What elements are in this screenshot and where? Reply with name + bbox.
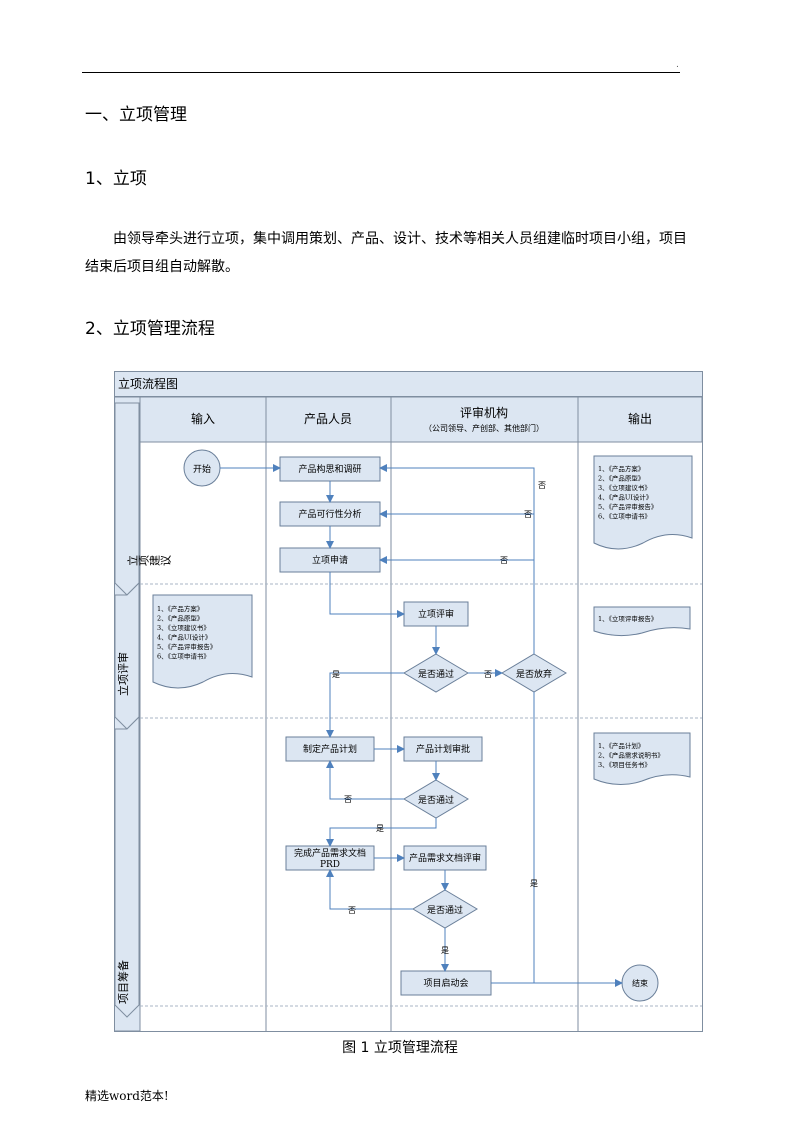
doc-output3-item: 1、《产品计划》: [598, 741, 644, 750]
doc-input2-item: 3、《立项建议书》: [157, 623, 210, 632]
doc-input2-item: 1、《产品方案》: [157, 604, 203, 613]
body-paragraph: 由领导牵头进行立项，集中调用策划、产品、设计、技术等相关人员组建临时项目小组，项…: [85, 231, 687, 275]
subsection-title-2: 2、立项管理流程: [85, 319, 215, 339]
phase-label-proposal: 立项建议: [126, 555, 172, 568]
page-footer: 精选word范本!: [85, 1089, 169, 1103]
diamond-pass1: [403, 653, 469, 693]
label-prd-1: 完成产品需求文档: [294, 847, 366, 859]
label-yes-2: 是: [376, 824, 384, 833]
label-pass3: 是否通过: [427, 904, 463, 916]
doc-input2-item: 4、《产品UI设计》: [157, 633, 211, 642]
doc-output-2: [593, 606, 691, 637]
label-no-3: 否: [500, 556, 508, 565]
doc-output3-item: 2、《产品需求说明书》: [598, 751, 664, 760]
doc-input-2: [152, 594, 253, 689]
label-apply: 立项申请: [312, 554, 348, 566]
header-rule: [82, 72, 680, 73]
doc-output-1: [593, 455, 693, 550]
label-prd-2: PRD: [320, 860, 340, 870]
col-input: 输入: [191, 411, 215, 426]
label-prd-review: 产品需求文档评审: [409, 852, 481, 864]
doc-output1-item: 4、《产品UI设计》: [598, 493, 652, 502]
label-plan: 制定产品计划: [303, 743, 357, 755]
doc-input2-item: 6、《立项申请书》: [157, 652, 210, 661]
col-product: 产品人员: [304, 412, 352, 426]
label-pass2: 是否通过: [418, 794, 454, 806]
label-no-2: 否: [524, 510, 532, 519]
doc-input2-item: 5、《产品评审报告》: [157, 642, 216, 651]
label-yes-1: 是: [332, 670, 340, 679]
label-no-6: 否: [348, 906, 356, 915]
col-output: 输出: [628, 411, 652, 426]
label-no-5: 否: [344, 795, 352, 804]
flowchart-figure: 立项流程图 立项建议 立项评审 项目筹备 输入 产品人员 评审机构 （公司领导、…: [114, 371, 703, 1032]
label-no-4: 否: [484, 670, 492, 679]
subsection-title-1: 1、立项: [85, 169, 147, 189]
box-prd-review: [403, 845, 487, 871]
label-pass1: 是否通过: [418, 668, 454, 680]
phase-label-prepare: 项目筹备: [116, 960, 130, 1004]
box-kickoff: [400, 970, 492, 996]
box-review: [403, 601, 469, 627]
doc-output3-item: 3、《项目任务书》: [598, 760, 651, 769]
phase-label-review: 立项评审: [116, 652, 130, 696]
start-label: 开始: [193, 463, 211, 475]
flowchart-title-bar: [114, 371, 703, 397]
end-label: 结束: [632, 978, 648, 988]
doc-output1-item: 6、《立项申请书》: [598, 512, 651, 521]
section-title: 一、立项管理: [85, 105, 187, 125]
label-no-1: 否: [538, 481, 546, 490]
column-header-row: [139, 396, 703, 443]
doc-output1-item: 2、《产品原型》: [598, 474, 644, 483]
figure-caption: 图 1 立项管理流程: [342, 1040, 458, 1056]
doc-output-3: [593, 732, 691, 785]
col-review: 评审机构: [460, 405, 508, 420]
label-plan-review: 产品计划审批: [416, 743, 470, 755]
doc-output1-item: 3、《立项建议书》: [598, 483, 651, 492]
label-abandon: 是否放弃: [516, 668, 552, 680]
col-review-sub: （公司领导、产创部、其他部门）: [424, 423, 544, 433]
label-feasibility: 产品可行性分析: [298, 508, 361, 520]
doc-output1-item: 1、《产品方案》: [598, 464, 644, 473]
label-yes-3: 是: [441, 946, 449, 955]
label-review: 立项评审: [418, 608, 454, 620]
label-kickoff: 项目启动会: [423, 977, 468, 989]
label-yes-4: 是: [530, 879, 538, 888]
doc-input2-item: 2、《产品原型》: [157, 614, 203, 623]
flowchart-title: 立项流程图: [118, 376, 178, 391]
doc-output1-item: 5、《产品评审报告》: [598, 502, 657, 511]
header-mark: .: [676, 60, 679, 70]
flowchart-svg: 立项流程图 立项建议 立项评审 项目筹备 输入 产品人员 评审机构 （公司领导、…: [114, 371, 703, 1032]
box-plan-review: [403, 736, 483, 762]
label-research: 产品构思和调研: [298, 463, 361, 475]
doc-output2-item: 1、《立项评审报告》: [598, 614, 657, 623]
